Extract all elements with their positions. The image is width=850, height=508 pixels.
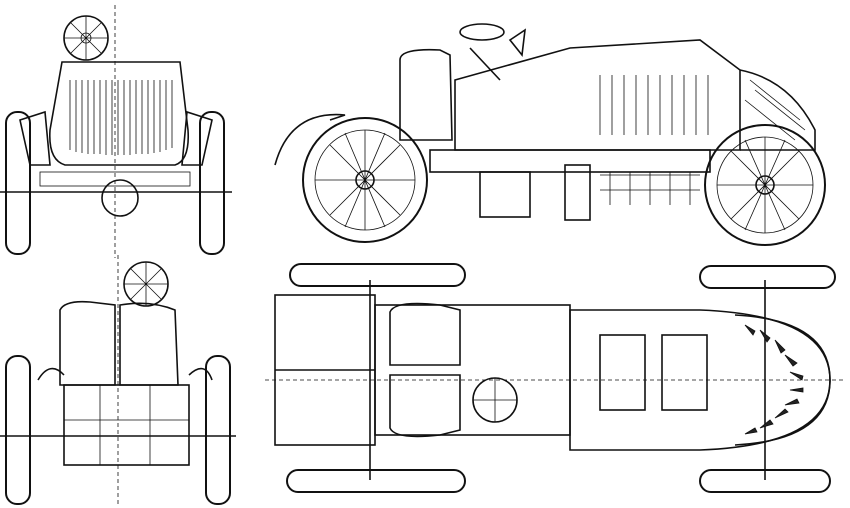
side-steering-wheel xyxy=(459,23,505,41)
gearbox xyxy=(479,171,531,218)
side-radiator xyxy=(739,69,816,151)
right-fender xyxy=(181,110,213,166)
top-rear-right-tire xyxy=(286,469,466,493)
rear-view-left-wheel xyxy=(5,355,31,505)
steering-column xyxy=(469,47,501,81)
fuel-tank xyxy=(63,384,190,466)
right-seat xyxy=(119,302,179,386)
cockpit xyxy=(374,304,571,436)
front-differential xyxy=(101,179,139,217)
engine-sump xyxy=(564,164,591,221)
hood-panel-right xyxy=(661,334,708,411)
rear-view xyxy=(0,255,236,505)
rear-fender xyxy=(274,113,346,166)
top-view xyxy=(265,263,845,493)
front-view xyxy=(0,5,232,258)
top-right-seat xyxy=(389,374,461,438)
top-radiator-fins xyxy=(744,324,804,435)
side-view xyxy=(274,23,826,246)
top-radiator-front xyxy=(734,314,831,446)
hood-panel-left xyxy=(599,334,646,411)
side-seat xyxy=(399,48,453,141)
left-seat xyxy=(59,300,116,386)
horn xyxy=(508,28,527,57)
radiator-grille xyxy=(69,80,173,155)
radiator-hood xyxy=(48,61,190,166)
hood-louvres xyxy=(599,75,709,135)
top-left-seat xyxy=(389,302,461,366)
top-rear-left-tire xyxy=(289,263,466,287)
front-view-right-wheel xyxy=(199,111,225,255)
top-front-left-tire xyxy=(699,265,836,289)
front-view-left-wheel xyxy=(5,111,31,255)
chassis-frame xyxy=(429,149,711,173)
side-hood-body xyxy=(454,39,741,151)
left-fender xyxy=(19,110,51,166)
rear-view-right-wheel xyxy=(205,355,231,505)
